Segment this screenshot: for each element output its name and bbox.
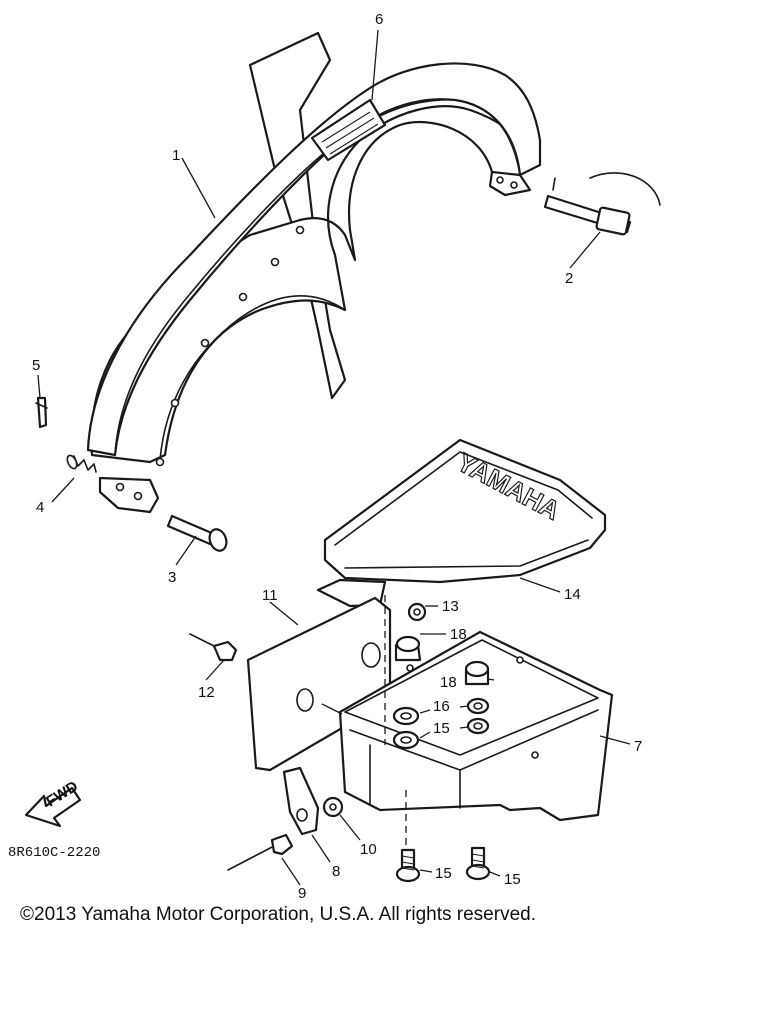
part-5-pin	[35, 396, 48, 429]
callout-labels: 6 1 2 5 4 3 11 12 13 18 14 18 16 15 7 8 …	[32, 11, 642, 902]
part-3-bolt	[166, 514, 228, 552]
drawing-code: 8R610C-2220	[8, 845, 100, 861]
callout-10: 10	[360, 841, 377, 858]
part-12-screw	[189, 633, 238, 662]
callout-16: 15	[433, 720, 450, 737]
part-2-clip	[543, 172, 661, 236]
callout-13: 13	[442, 598, 459, 615]
part-4-spring	[66, 454, 97, 473]
callout-1: 1	[172, 147, 180, 164]
callout-3: 3	[168, 569, 176, 586]
callout-11: 11	[262, 587, 278, 604]
callout-5: 5	[32, 357, 40, 374]
part-15-bolt-left	[395, 848, 421, 883]
part-8-bracket	[282, 766, 320, 836]
callout-17: 16	[433, 698, 450, 715]
callout-6: 6	[375, 11, 383, 28]
callout-15-left: 15	[435, 865, 452, 882]
part-11-plate	[246, 596, 392, 772]
leader-lines	[37, 29, 631, 886]
fwd-arrow-icon: FWD	[24, 778, 81, 828]
callout-2: 2	[565, 270, 573, 287]
part-16-grommet-right	[466, 717, 490, 735]
callout-18-upper: 18	[450, 626, 467, 643]
callout-8: 8	[332, 863, 340, 880]
callout-15-right: 15	[504, 871, 521, 888]
part-17-washer-right	[466, 697, 490, 715]
callout-7: 7	[634, 738, 642, 755]
callout-4: 4	[36, 499, 44, 516]
callout-9: 9	[298, 885, 306, 902]
part-18-nut-upper	[394, 635, 422, 662]
part-9-screw	[227, 833, 294, 871]
part-18-nut-lower	[464, 660, 490, 686]
part-1-chain-guard	[86, 31, 542, 514]
callout-18-lower: 18	[440, 674, 457, 691]
part-15-bolt-right	[465, 846, 491, 881]
part-10-washer	[322, 796, 344, 818]
part-13-grommet	[407, 602, 427, 622]
callout-14: 14	[564, 586, 581, 603]
part-16-grommet-left	[392, 730, 420, 750]
callout-12: 12	[198, 684, 215, 701]
part-6-label	[310, 98, 387, 162]
part-14-cover: YAMAHA	[316, 438, 607, 608]
part-17-washer-left	[392, 706, 420, 726]
copyright-notice: ©2013 Yamaha Motor Corporation, U.S.A. A…	[20, 904, 536, 925]
